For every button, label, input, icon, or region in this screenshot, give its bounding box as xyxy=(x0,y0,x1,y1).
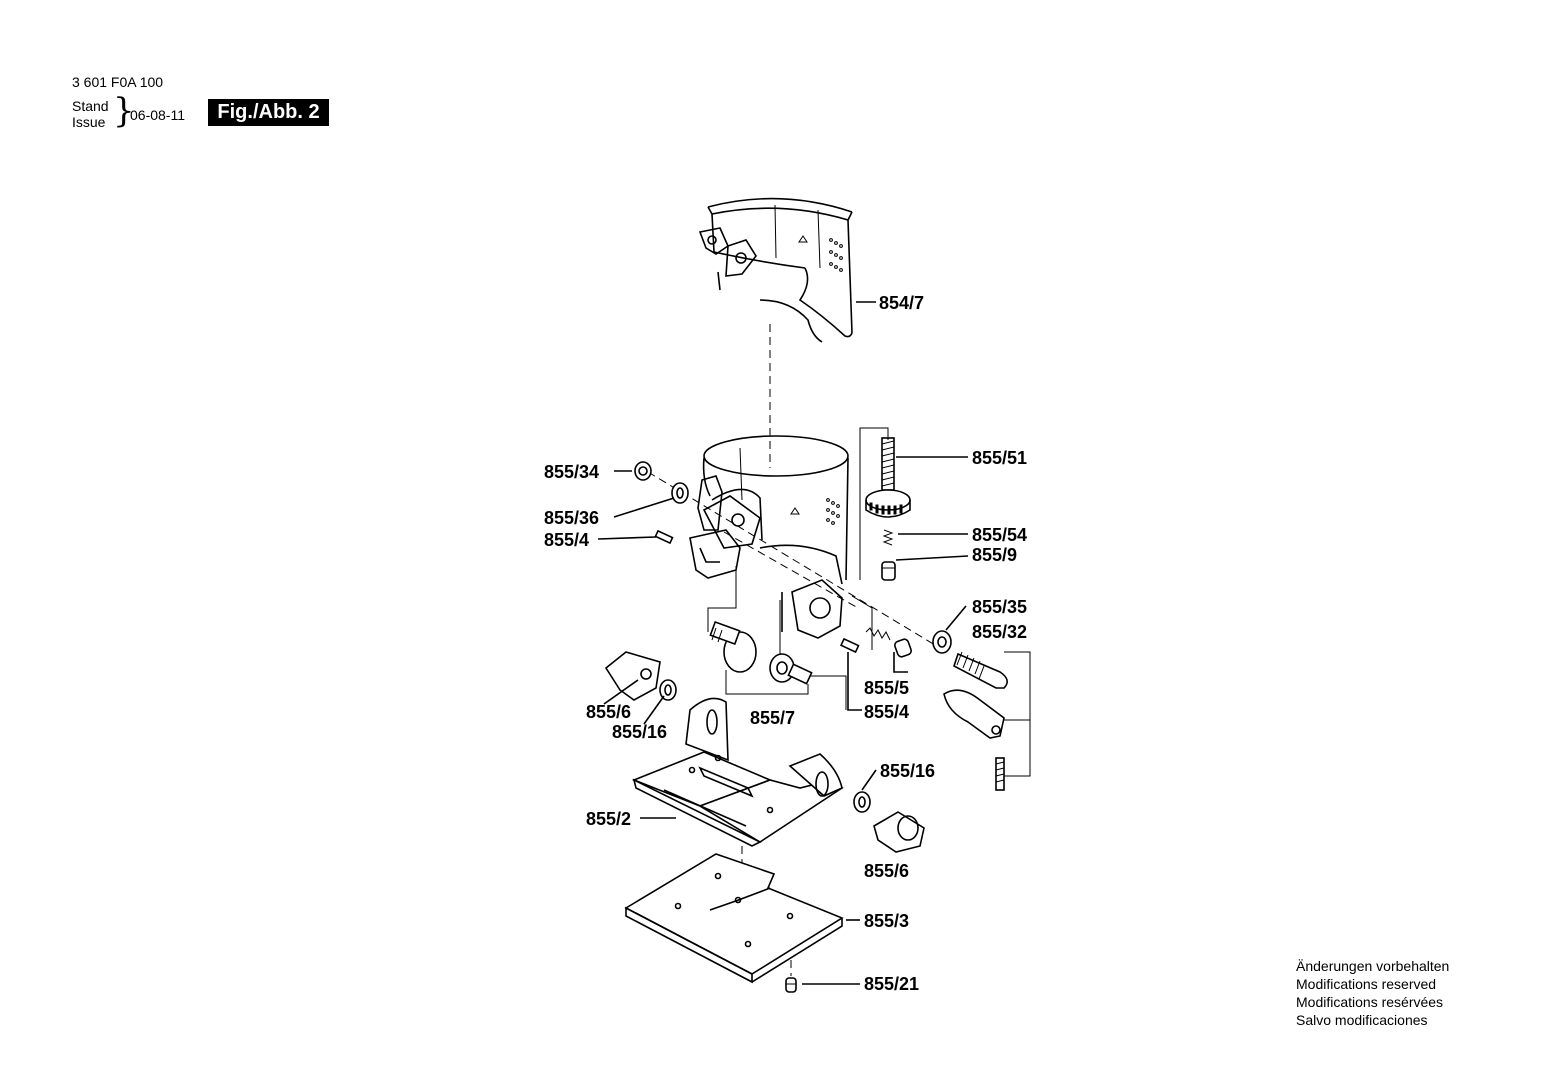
label-855-54: 855/54 xyxy=(972,525,1027,545)
note-line-de: Änderungen vorbehalten xyxy=(1296,958,1450,974)
part-854-7-housing-ring xyxy=(698,197,853,343)
label-855-35: 855/35 xyxy=(972,597,1027,617)
part-855-6-knob-right xyxy=(873,811,925,853)
label-855-7: 855/7 xyxy=(750,708,795,728)
part-855-16-washer-right xyxy=(853,791,871,813)
part-855-34-nut xyxy=(634,461,652,481)
issue-date: 06-08-11 xyxy=(130,107,186,123)
label-855-4-upper: 855/4 xyxy=(544,530,589,550)
stand-label: Stand xyxy=(72,98,109,114)
part-855-51-adjusting-screw xyxy=(859,427,911,580)
issue-label: Issue xyxy=(72,114,106,130)
label-855-3: 855/3 xyxy=(864,911,909,931)
note-line-en: Modifications reserved xyxy=(1296,976,1437,992)
modifications-note: Änderungen vorbehalten Modifications res… xyxy=(1296,957,1449,1029)
brace-glyph: } xyxy=(113,91,135,131)
note-line-fr: Modifications resérvées xyxy=(1296,994,1444,1010)
part-855-16-washer-left xyxy=(659,679,677,701)
part-855-2-base-bracket xyxy=(631,697,844,847)
label-854-7: 854/7 xyxy=(879,293,924,313)
label-855-36: 855/36 xyxy=(544,508,599,528)
document-number: 3 601 F0A 100 xyxy=(72,74,164,90)
inner-axis-line xyxy=(723,531,859,609)
part-small-screw xyxy=(995,757,1005,791)
label-855-9: 855/9 xyxy=(972,545,1017,565)
label-855-21: 855/21 xyxy=(864,974,919,994)
issue-block: Stand Issue } 06-08-11 xyxy=(72,94,202,132)
part-855-7-carriage-bolt-upper xyxy=(709,620,757,673)
label-855-6-left: 855/6 xyxy=(586,702,631,722)
part-clamp-lever xyxy=(943,689,1005,739)
diagonal-axis-line xyxy=(647,471,941,649)
label-855-2: 855/2 xyxy=(586,809,631,829)
leader-lines xyxy=(597,301,969,985)
part-855-4-pin-lower xyxy=(839,637,860,654)
label-855-32: 855/32 xyxy=(972,622,1027,642)
bracket-line-right xyxy=(779,600,847,710)
part-855-5-spring xyxy=(865,627,912,658)
part-855-35-washer xyxy=(932,630,952,654)
part-855-3-base-plate xyxy=(624,853,844,984)
bracket-855-7 xyxy=(725,670,809,695)
label-855-6-right: 855/6 xyxy=(864,861,909,881)
label-855-16-right: 855/16 xyxy=(880,761,935,781)
label-855-34: 855/34 xyxy=(544,462,599,482)
label-855-16-left: 855/16 xyxy=(612,722,667,742)
label-855-4-lower: 855/4 xyxy=(864,702,909,722)
label-855-5: 855/5 xyxy=(864,678,909,698)
bracket-line-pin xyxy=(851,595,873,650)
bracket-line-left xyxy=(707,566,737,632)
part-855-36-washer xyxy=(671,482,689,504)
part-855-54-spring xyxy=(882,529,894,546)
part-855-9-cap-screw xyxy=(881,561,896,581)
part-855-6-knob-left xyxy=(604,651,661,701)
part-855-4-pin-upper xyxy=(654,529,674,545)
part-855-7-carriage-bolt-lower xyxy=(769,653,813,685)
part-855-32-bolt xyxy=(953,651,1008,689)
label-855-51: 855/51 xyxy=(972,448,1027,468)
part-855-21-screw xyxy=(785,960,797,993)
main-body-housing xyxy=(689,435,849,639)
note-line-es: Salvo modificaciones xyxy=(1296,1012,1428,1028)
figure-badge: Fig./Abb. 2 xyxy=(208,99,329,126)
bracket-855-32-group xyxy=(1004,651,1031,777)
